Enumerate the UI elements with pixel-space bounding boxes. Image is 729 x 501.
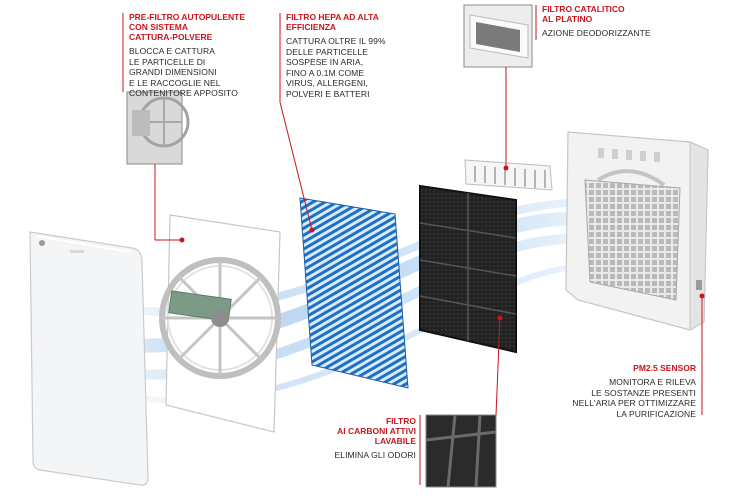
front-panel [29, 231, 149, 486]
catalytic-filter [464, 159, 553, 191]
callout-catalytic: FILTRO CATALITICO AL PLATINO AZIONE DEOD… [542, 4, 662, 39]
callout-carbon: FILTRO AI CARBONI ATTIVI LAVABILE ELIMIN… [330, 416, 416, 461]
callout-prefilter-title: PRE-FILTRO AUTOPULENTE CON SISTEMA CATTU… [129, 12, 246, 42]
carbon-filter [419, 184, 517, 354]
sensor-port [696, 280, 702, 290]
callout-leaders [122, 5, 703, 485]
callout-hepa-body: CATTURA OLTRE IL 99% DELLE PARTICELLE SO… [286, 36, 386, 99]
callout-hepa-title: FILTRO HEPA AD ALTA EFFICIENZA [286, 12, 379, 32]
callout-catalytic-body: AZIONE DEODORIZZANTE [542, 28, 651, 38]
catalytic-detail-photo [463, 4, 533, 68]
prefilter-frame [159, 214, 281, 433]
prefilter-detail-photo [126, 91, 190, 165]
callout-sensor-body: MONITORA E RILEVA LE SOSTANZE PRESENTI N… [572, 377, 696, 419]
callout-prefilter-body: BLOCCA E CATTURA LE PARTICELLE DI GRANDI… [129, 46, 238, 98]
purifier-body [565, 131, 709, 331]
callout-sensor: PM2.5 SENSOR MONITORA E RILEVA LE SOSTAN… [560, 363, 696, 419]
hepa-filter [299, 197, 409, 389]
callout-hepa: FILTRO HEPA AD ALTA EFFICIENZA CATTURA O… [286, 12, 416, 99]
callout-catalytic-title: FILTRO CATALITICO AL PLATINO [542, 4, 625, 24]
callout-prefilter: PRE-FILTRO AUTOPULENTE CON SISTEMA CATTU… [129, 12, 279, 99]
callout-sensor-title: PM2.5 SENSOR [633, 363, 696, 373]
callout-carbon-title: FILTRO AI CARBONI ATTIVI LAVABILE [337, 416, 416, 446]
carbon-detail-photo [425, 414, 497, 488]
callout-dots [179, 165, 705, 321]
callout-carbon-body: ELIMINA GLI ODORI [334, 450, 416, 460]
